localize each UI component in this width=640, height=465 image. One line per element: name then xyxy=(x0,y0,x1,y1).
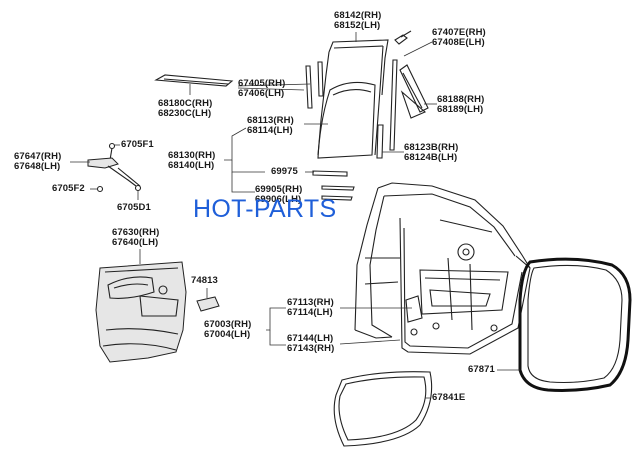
part-67406: 67406(LH) xyxy=(238,88,285,99)
door-frame xyxy=(317,39,389,156)
label-74813: 74813 xyxy=(191,276,218,286)
part-68142: 68142(RH) xyxy=(334,10,382,21)
part-67113: 67113(RH) xyxy=(287,297,334,308)
part-67640: 67640(LH) xyxy=(112,237,159,248)
part-6705f2: 6705F2 xyxy=(52,183,85,194)
glass-run-channels xyxy=(305,59,398,159)
part-6705d1: 6705D1 xyxy=(117,202,151,213)
part-67405: 67405(RH) xyxy=(238,78,286,89)
label-6705f2: 6705F2 xyxy=(52,184,85,194)
leader-lines xyxy=(70,32,520,399)
door-body xyxy=(354,182,531,355)
part-67841e: 67841E xyxy=(432,392,466,403)
part-69906: 69906(LH) xyxy=(255,194,302,205)
label-67405-67406: 67405(RH) 67406(LH) xyxy=(238,79,285,99)
inside-handle-parts xyxy=(87,142,142,193)
weatherstrip xyxy=(518,257,632,392)
label-67144-67143: 67144(LH) 67143(RH) xyxy=(287,334,334,354)
part-68114: 68114(LH) xyxy=(247,125,293,136)
part-6705f1: 6705F1 xyxy=(121,139,154,150)
part-67408e: 67408E(LH) xyxy=(432,37,485,48)
vapor-barrier xyxy=(333,371,433,447)
part-74813: 74813 xyxy=(191,275,218,286)
part-67648: 67648(LH) xyxy=(14,161,61,172)
part-68113: 68113(RH) xyxy=(247,115,294,126)
label-69975: 69975 xyxy=(271,167,298,177)
part-67144: 67144(LH) xyxy=(287,333,334,344)
quarter-glass xyxy=(399,64,429,119)
label-67841e: 67841E xyxy=(432,393,465,403)
part-67004: 67004(LH) xyxy=(204,329,251,340)
watermark: HOT-PARTS xyxy=(193,195,337,223)
label-67003-67004: 67003(RH) 67004(LH) xyxy=(204,320,251,340)
part-68188: 68188(RH) xyxy=(437,94,485,105)
part-67003: 67003(RH) xyxy=(204,319,252,330)
part-68123b: 68123B(RH) xyxy=(404,142,459,153)
part-67630: 67630(RH) xyxy=(112,227,160,238)
label-68188-68189: 68188(RH) 68189(LH) xyxy=(437,95,484,115)
label-68142-68152: 68142(RH) 68152(LH) xyxy=(334,11,381,31)
label-67113-67114: 67113(RH) 67114(LH) xyxy=(287,298,334,318)
label-67647-67648: 67647(RH) 67648(LH) xyxy=(14,152,61,172)
door-glass xyxy=(317,81,376,159)
part-68180c: 68180C(RH) xyxy=(158,98,213,109)
label-6705f1: 6705F1 xyxy=(121,140,154,150)
label-68180c-68230c: 68180C(RH) 68230C(LH) xyxy=(158,99,212,119)
part-68152: 68152(LH) xyxy=(334,20,381,31)
part-67871: 67871 xyxy=(468,364,495,375)
speaker-grille xyxy=(196,296,220,312)
door-trim-panel xyxy=(95,261,187,363)
label-68123b-68124b: 68123B(RH) 68124B(LH) xyxy=(404,143,458,163)
channel-strip xyxy=(312,170,355,201)
part-68189: 68189(LH) xyxy=(437,104,484,115)
label-67871: 67871 xyxy=(468,365,495,375)
part-67114: 67114(LH) xyxy=(287,307,333,318)
label-67630-67640: 67630(RH) 67640(LH) xyxy=(112,228,159,248)
top-moulding xyxy=(394,30,412,45)
label-68113-68114: 68113(RH) 68114(LH) xyxy=(247,116,294,136)
part-68140: 68140(LH) xyxy=(168,160,215,171)
part-69905: 69905(RH) xyxy=(255,184,303,195)
part-68230c: 68230C(LH) xyxy=(158,108,212,119)
part-68124b: 68124B(LH) xyxy=(404,152,458,163)
label-68130-68140: 68130(RH) 68140(LH) xyxy=(168,151,215,171)
part-68130: 68130(RH) xyxy=(168,150,216,161)
belt-moulding xyxy=(154,74,234,87)
part-67407e: 67407E(RH) xyxy=(432,27,486,38)
part-67143: 67143(RH) xyxy=(287,343,335,354)
label-6705d1: 6705D1 xyxy=(117,203,151,213)
part-67647: 67647(RH) xyxy=(14,151,62,162)
part-69975: 69975 xyxy=(271,166,298,177)
label-69905-69906: 69905(RH) 69906(LH) xyxy=(255,185,302,205)
label-67407e-67408e: 67407E(RH) 67408E(LH) xyxy=(432,28,486,48)
